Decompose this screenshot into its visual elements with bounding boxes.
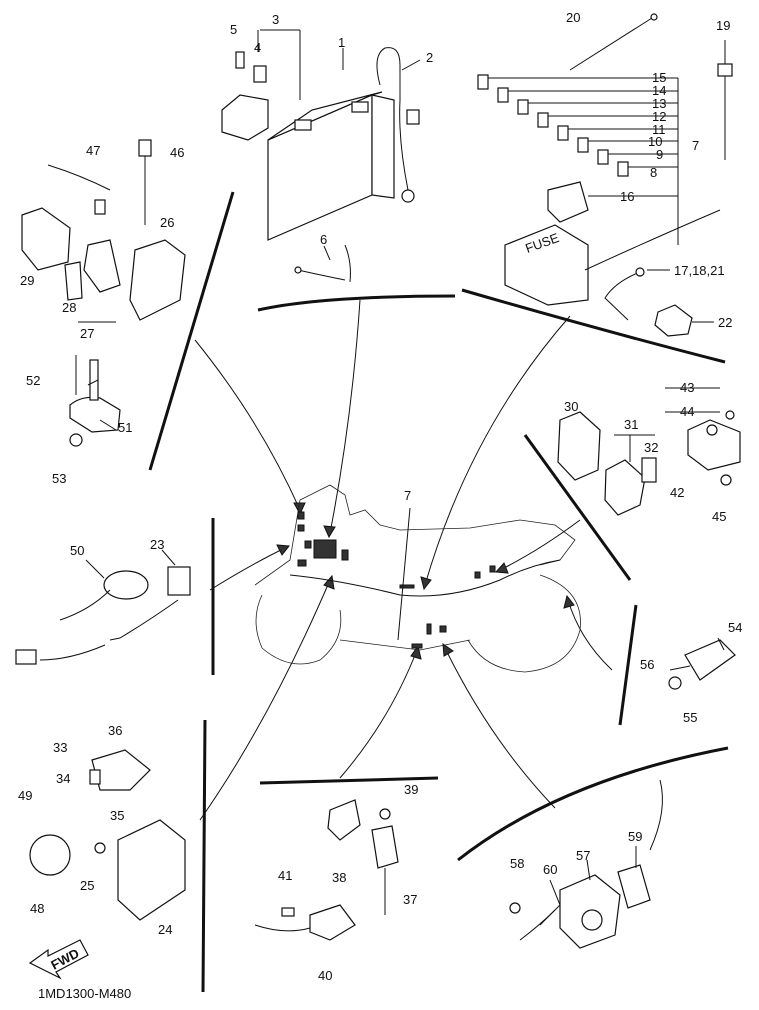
diagram-code: 1MD1300-M480 [38,986,131,1001]
callout-22: 22 [718,315,732,330]
callout-46: 46 [170,145,184,160]
sensors-37-41 [254,799,399,941]
callout-49: 49 [18,788,32,803]
relays-30-32 [557,411,657,516]
callout-15: 15 [652,70,666,85]
callout-13: 13 [652,96,666,111]
callout-58: 58 [510,856,524,871]
callout-43: 43 [680,380,694,395]
battery [267,91,395,241]
callout-27: 27 [80,326,94,341]
callout-51: 51 [118,420,132,435]
callout-50: 50 [70,543,84,558]
starter-relay [221,51,269,141]
callout-23: 23 [150,537,164,552]
callout-40: 40 [318,968,332,983]
callout-59: 59 [628,829,642,844]
callout-12: 12 [652,109,666,124]
callout-57: 57 [576,848,590,863]
callout-3: 3 [272,12,279,27]
callout-9: 9 [656,147,663,162]
callout-14: 14 [652,83,666,98]
callout-30: 30 [564,399,578,414]
callout-47: 47 [86,143,100,158]
horn-48-unit-24 [29,749,186,921]
callout-35: 35 [110,808,124,823]
callout-55: 55 [683,710,697,725]
callout-37: 37 [403,892,417,907]
callout-2: 2 [426,50,433,65]
callout-41: 41 [278,868,292,883]
callout-29: 29 [20,273,34,288]
callout-16: 16 [620,189,634,204]
callout-26: 26 [160,215,174,230]
callout-20: 20 [566,10,580,25]
fuses [477,74,629,177]
callout-54: 54 [728,620,742,635]
callout-6: 6 [320,232,327,247]
switch-51 [69,355,121,447]
callout-4: 4 [254,40,261,55]
callout-60: 60 [543,862,557,877]
callout-33: 33 [53,740,67,755]
callout-48: 48 [30,901,44,916]
cable-tie-20 [569,13,658,71]
callout-42: 42 [670,485,684,500]
callout-8: 8 [650,165,657,180]
callout-45: 45 [712,509,726,524]
motorcycle-outline [254,484,581,673]
relays-26-29 [21,207,186,323]
callout-10: 10 [648,134,662,149]
callout-52: 52 [26,373,40,388]
callout-39: 39 [404,782,418,797]
callout-32: 32 [644,440,658,455]
sensor-46-47 [47,139,152,225]
callout-36: 36 [108,723,122,738]
callout-17-18-21: 17,18,21 [674,263,725,278]
callout-5: 5 [230,22,237,37]
fwd-label: FWD [48,945,81,972]
connector-22 [654,304,693,337]
callout-7: 7 [692,138,699,153]
callout-labels: 1 2 3 4 5 6 7 8 9 10 11 12 13 14 15 16 1… [18,10,742,983]
callout-53: 53 [52,471,66,486]
callout-25: 25 [80,878,94,893]
fuse-leader-lines [488,77,679,245]
callout-44: 44 [680,404,694,419]
sensor-42 [687,410,741,486]
callout-7-center: 7 [404,488,411,503]
sensor-57-59 [509,779,663,949]
fwd-arrow-icon: FWD [28,939,89,980]
callout-24: 24 [158,922,172,937]
region-boundaries [148,191,729,993]
lead-6 [294,244,351,283]
callout-28: 28 [62,300,76,315]
reflector-54 [668,639,736,690]
ground-lead-17 [604,267,645,321]
callout-38: 38 [332,870,346,885]
callout-1: 1 [338,35,345,50]
arrow-lines [194,299,613,821]
callout-19: 19 [716,18,730,33]
band-19 [717,40,733,160]
callout-56: 56 [640,657,654,672]
callout-11: 11 [652,122,666,137]
battery-cable [376,47,420,203]
callout-leaders [85,29,725,881]
callout-34: 34 [56,771,70,786]
callout-31: 31 [624,417,638,432]
horn-50-23 [15,566,191,665]
fuse-box: FUSE [504,181,721,306]
